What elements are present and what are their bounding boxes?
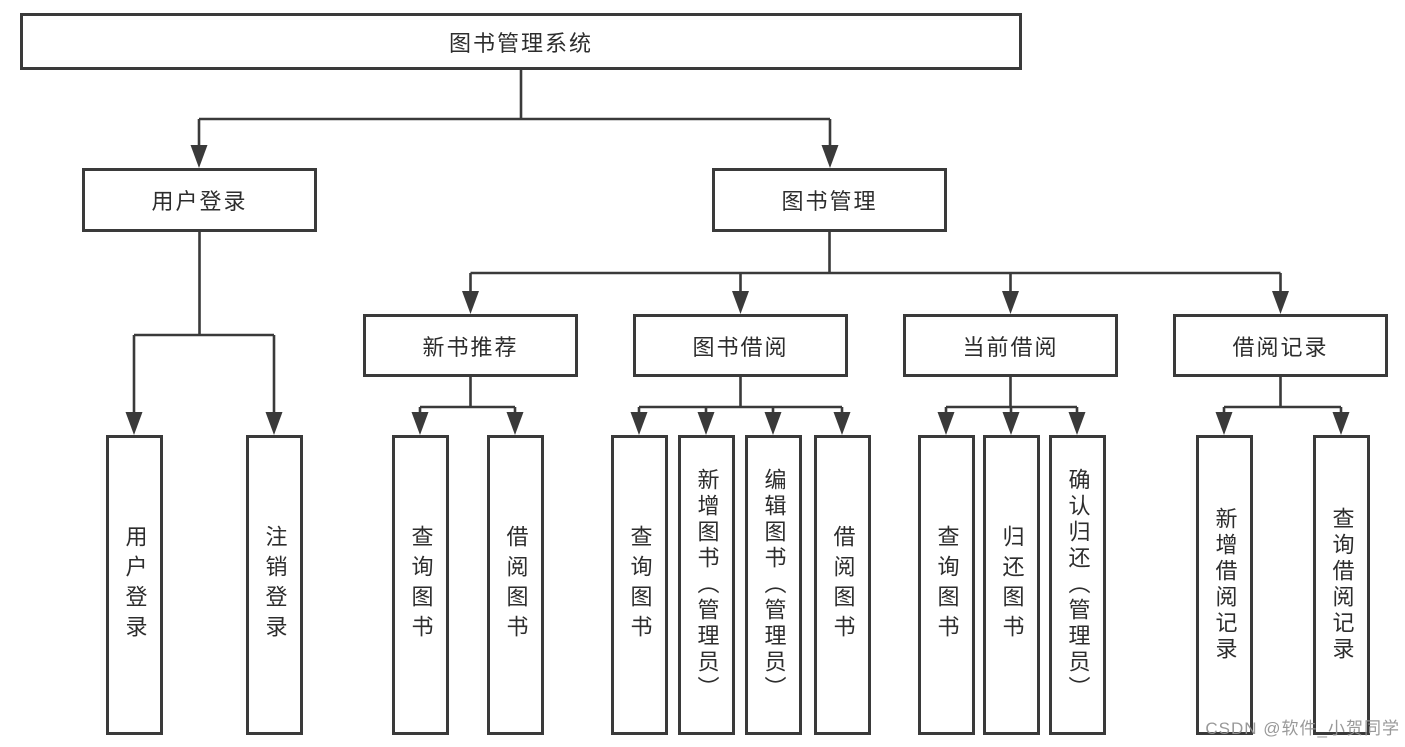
- csdn-watermark: CSDN @软件_小贺同学: [1205, 719, 1400, 738]
- node-borrowing-records: 借阅记录: [1173, 314, 1388, 377]
- node-new-book-recommend: 新书推荐: [363, 314, 578, 377]
- leaf-borrow-books: 借阅图书: [814, 435, 871, 735]
- leaf-return-books: 归还图书: [983, 435, 1040, 735]
- leaf-confirm-return-admin: 确认归还（管理员）: [1049, 435, 1106, 735]
- leaf-user-login: 用户登录: [106, 435, 163, 735]
- node-book-management: 图书管理: [712, 168, 947, 232]
- leaf-logout: 注销登录: [246, 435, 303, 735]
- leaf-edit-books-admin: 编辑图书（管理员）: [745, 435, 802, 735]
- leaf-query-books-borrowing: 查询图书: [611, 435, 668, 735]
- leaf-query-books-current: 查询图书: [918, 435, 975, 735]
- leaf-query-books-recommend: 查询图书: [392, 435, 449, 735]
- node-root-system: 图书管理系统: [20, 13, 1022, 70]
- node-book-borrowing: 图书借阅: [633, 314, 848, 377]
- leaf-add-books-admin: 新增图书（管理员）: [678, 435, 735, 735]
- node-current-borrowing: 当前借阅: [903, 314, 1118, 377]
- leaf-query-borrow-record: 查询借阅记录: [1313, 435, 1370, 735]
- leaf-add-borrow-record: 新增借阅记录: [1196, 435, 1253, 735]
- node-user-login: 用户登录: [82, 168, 317, 232]
- leaf-borrow-books-recommend: 借阅图书: [487, 435, 544, 735]
